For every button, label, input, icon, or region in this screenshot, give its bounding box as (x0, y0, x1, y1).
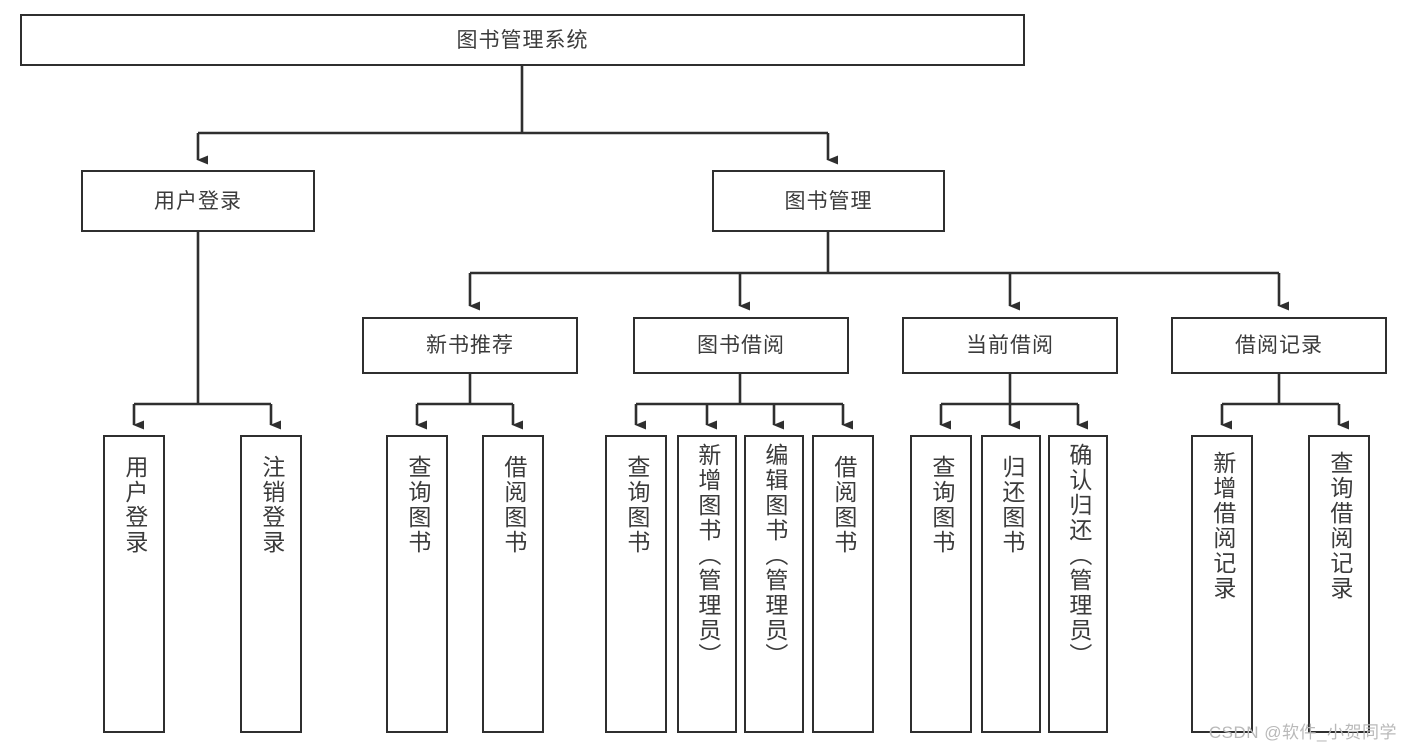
node-label: 图书管理系统 (456, 28, 589, 52)
node-label: 新增图书（管理员） (694, 443, 721, 668)
node-label: 查询图书 (928, 455, 955, 555)
leaf-borrow-book-borrow[interactable]: 借阅图书 (812, 435, 874, 733)
leaf-borrow-book-recommend[interactable]: 借阅图书 (482, 435, 544, 733)
node-book-manage[interactable]: 图书管理 (712, 170, 945, 232)
node-label: 当前借阅 (966, 334, 1054, 357)
node-label: 编辑图书（管理员） (761, 443, 788, 668)
node-label: 归还图书 (998, 455, 1025, 555)
node-label: 确认归还（管理员） (1065, 443, 1092, 668)
node-label: 借阅图书 (830, 455, 857, 555)
node-label: 用户登录 (154, 189, 242, 213)
node-label: 注销登录 (258, 455, 285, 555)
node-root-system[interactable]: 图书管理系统 (20, 14, 1025, 66)
node-book-borrow[interactable]: 图书借阅 (633, 317, 849, 374)
node-label: 借阅记录 (1235, 334, 1323, 357)
node-label: 查询图书 (623, 455, 650, 555)
leaf-edit-book[interactable]: 编辑图书（管理员） (744, 435, 804, 733)
leaf-query-book-recommend[interactable]: 查询图书 (386, 435, 448, 733)
leaf-return-book[interactable]: 归还图书 (981, 435, 1041, 733)
leaf-add-book[interactable]: 新增图书（管理员） (677, 435, 737, 733)
leaf-query-book-current[interactable]: 查询图书 (910, 435, 972, 733)
leaf-confirm-return[interactable]: 确认归还（管理员） (1048, 435, 1108, 733)
watermark-text: CSDN @软件_小贺同学 (1208, 723, 1397, 742)
node-label: 新增借阅记录 (1209, 451, 1236, 601)
node-borrow-record[interactable]: 借阅记录 (1171, 317, 1387, 374)
leaf-query-borrow-record[interactable]: 查询借阅记录 (1308, 435, 1370, 733)
node-new-book-recommend[interactable]: 新书推荐 (362, 317, 578, 374)
node-label: 用户登录 (121, 455, 148, 555)
leaf-add-borrow-record[interactable]: 新增借阅记录 (1191, 435, 1253, 733)
node-label: 新书推荐 (426, 334, 514, 357)
node-current-borrow[interactable]: 当前借阅 (902, 317, 1118, 374)
node-label: 图书借阅 (697, 334, 785, 357)
node-label: 借阅图书 (500, 455, 527, 555)
node-user-login[interactable]: 用户登录 (81, 170, 315, 232)
node-label: 图书管理 (784, 189, 873, 213)
node-label: 查询借阅记录 (1326, 451, 1353, 601)
leaf-user-login[interactable]: 用户登录 (103, 435, 165, 733)
leaf-query-book-borrow[interactable]: 查询图书 (605, 435, 667, 733)
node-label: 查询图书 (404, 455, 431, 555)
leaf-logout[interactable]: 注销登录 (240, 435, 302, 733)
